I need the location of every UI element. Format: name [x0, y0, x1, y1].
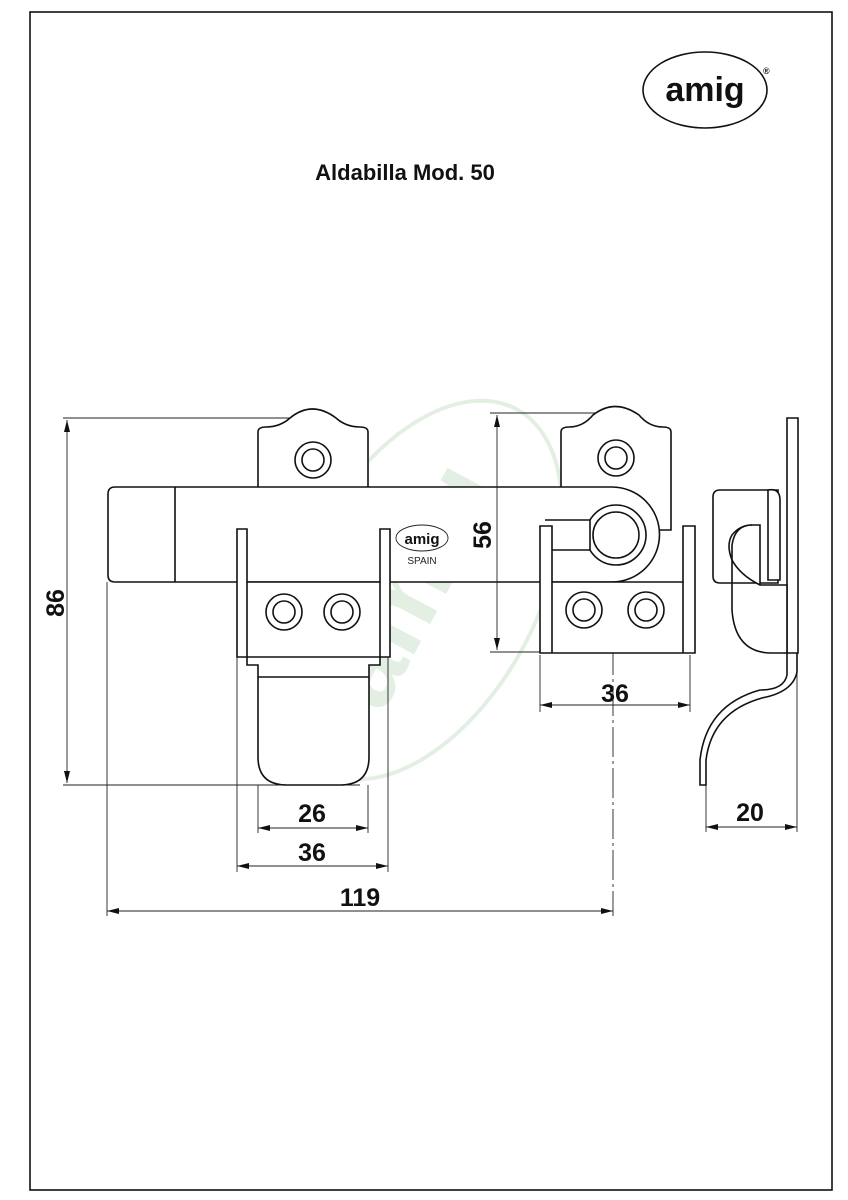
- amig-spain-stamp: amig SPAIN: [395, 524, 449, 567]
- dim-plate-height: 56: [469, 521, 497, 549]
- dimension-arrows: [64, 415, 797, 914]
- latch-side-view: [699, 417, 799, 786]
- drawing-frame: [29, 11, 833, 1191]
- bar-pivot-inner: [592, 511, 640, 559]
- logo-text: amig: [665, 71, 744, 109]
- logo-registered-mark: ®: [763, 66, 770, 76]
- dim-overall-height: 86: [42, 589, 70, 617]
- dim-depth: 20: [736, 799, 764, 827]
- dimension-lines: [66, 415, 797, 912]
- amig-logo: amig ®: [642, 51, 770, 129]
- dim-keeper-width-right: 36: [601, 680, 629, 708]
- right-hook: [545, 519, 591, 551]
- latch-front-view: [107, 405, 696, 786]
- screw-hole-inner: [301, 448, 325, 472]
- dim-keeper-width-left: 36: [298, 839, 326, 867]
- dim-tab-width: 26: [298, 800, 326, 828]
- stamp-country: SPAIN: [407, 556, 436, 567]
- drawing-title: Aldabilla Mod. 50: [315, 160, 495, 185]
- extension-lines: [63, 412, 798, 916]
- dim-overall-length: 119: [340, 884, 380, 912]
- stamp-text: amig: [404, 531, 439, 548]
